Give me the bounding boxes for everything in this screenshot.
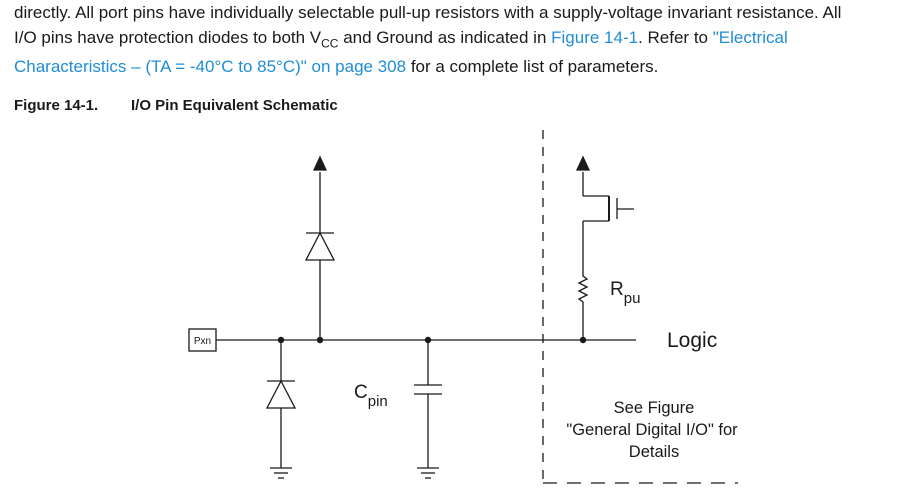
figure-caption: Figure 14-1. I/O Pin Equivalent Schematic <box>14 97 338 114</box>
pullup-resistor-icon <box>577 272 589 306</box>
body-paragraph: directly. All port pins have individuall… <box>14 1 919 80</box>
junction-dot <box>424 336 432 344</box>
upper-diode-icon <box>304 231 336 261</box>
rpu-sub: pu <box>624 290 641 307</box>
rpu-main: R <box>610 279 624 300</box>
cpin-main: C <box>354 382 368 403</box>
paragraph-text: for a complete list of parameters. <box>406 57 659 77</box>
pin-box <box>188 328 217 352</box>
paragraph-line-2: I/O pins have protection diodes to both … <box>14 26 919 56</box>
lower-diode-icon <box>265 379 297 409</box>
paragraph-text: and Ground as indicated in <box>338 27 552 47</box>
vcc-arrow-icon <box>312 155 328 171</box>
junction-dot <box>316 336 324 344</box>
junction-dot <box>277 336 285 344</box>
rpu-label: Rpu <box>610 279 640 307</box>
paragraph-line-3: Characteristics – (TA = -40°C to 85°C)" … <box>14 55 919 80</box>
logic-label: Logic <box>667 329 717 352</box>
electrical-characteristics-link[interactable]: "Electrical <box>712 27 788 47</box>
pin-label: Pxn <box>194 336 211 347</box>
cpin-label: Cpin <box>354 382 388 410</box>
vcc-subscript: CC <box>321 35 339 50</box>
figure-number: Figure 14-1. <box>14 97 99 114</box>
junction-dot <box>579 336 587 344</box>
paragraph-text: . Refer to <box>638 27 713 47</box>
see-figure-note-line3: Details <box>629 443 679 461</box>
see-figure-note-line2: "General Digital I/O" for <box>566 421 738 439</box>
paragraph-text: I/O pins have protection diodes to both … <box>14 27 322 47</box>
figure-14-1-link[interactable]: Figure 14-1 <box>551 27 639 47</box>
see-figure-note-line1: See Figure <box>614 399 695 417</box>
paragraph-line-1: directly. All port pins have individuall… <box>14 3 842 22</box>
cpin-sub: pin <box>368 393 388 410</box>
supply-arrow-icon <box>575 155 591 171</box>
figure-title: I/O Pin Equivalent Schematic <box>131 97 338 114</box>
electrical-characteristics-link-cont[interactable]: Characteristics – (TA = -40°C to 85°C)" … <box>14 57 407 77</box>
